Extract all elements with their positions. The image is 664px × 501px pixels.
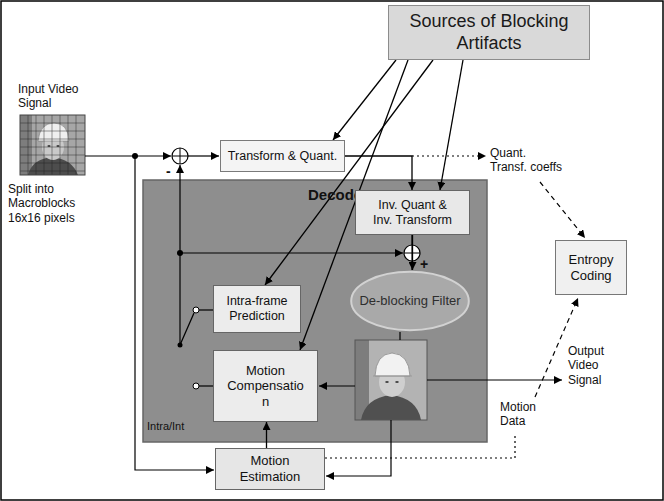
reference-frame-wire bbox=[319, 385, 355, 386]
reference-to-estimation-wire bbox=[326, 420, 391, 476]
person-eye bbox=[395, 381, 399, 383]
box-label: Intra-frame Prediction bbox=[218, 294, 296, 324]
switch-contact bbox=[193, 383, 199, 389]
person-helmet bbox=[375, 353, 410, 376]
process-box: Transform & Quant. bbox=[220, 140, 345, 172]
subtractor-cross bbox=[172, 148, 188, 164]
sign-label: + bbox=[420, 256, 428, 273]
filter-output-wire bbox=[399, 332, 400, 340]
filter-ellipse-shape bbox=[351, 272, 469, 330]
box-label: Motion Estimation bbox=[220, 453, 320, 484]
signal-label: Output Video Signal bbox=[568, 344, 620, 387]
picture-border bbox=[355, 340, 427, 420]
person-eye bbox=[56, 145, 59, 147]
box-label: Motion Compensatio n bbox=[225, 363, 307, 410]
subtractor-symbol bbox=[172, 148, 188, 164]
box-label: Inv. Quant & Inv. Transform bbox=[368, 198, 458, 228]
box-label: Transform & Quant. bbox=[225, 149, 340, 164]
input-wire bbox=[85, 155, 171, 156]
picture-ground bbox=[20, 115, 85, 175]
junction-dot bbox=[177, 250, 183, 256]
signal-arrow bbox=[440, 60, 463, 190]
switch-label: Intra/Int bbox=[147, 420, 184, 433]
signal-label: Quant. Transf. coeffs bbox=[490, 146, 565, 175]
switch-contact bbox=[193, 307, 199, 313]
mode-switch-arm bbox=[180, 313, 194, 345]
helmet-brim bbox=[373, 375, 412, 376]
process-box: Inv. Quant & Inv. Transform bbox=[355, 190, 470, 235]
decoded-frame-picture bbox=[355, 340, 427, 420]
signal-arrow bbox=[333, 60, 396, 140]
picture-background bbox=[20, 115, 32, 175]
note-label: Split into Macroblocks 16x16 pixels bbox=[8, 182, 100, 225]
picture-ground bbox=[355, 340, 427, 420]
person-helmet bbox=[38, 123, 69, 141]
inter-output-wire bbox=[199, 385, 213, 386]
signal-arrow bbox=[266, 422, 267, 448]
process-box: Motion Estimation bbox=[215, 448, 325, 490]
person-eye bbox=[385, 381, 389, 383]
signal-arrow bbox=[265, 60, 433, 285]
process-box: Intra-frame Prediction bbox=[213, 285, 301, 333]
person-eye bbox=[47, 145, 50, 147]
picture-border bbox=[20, 115, 85, 175]
residual-wire bbox=[188, 155, 219, 156]
intra-output-wire bbox=[199, 309, 213, 310]
signal-arrow bbox=[412, 235, 413, 270]
filter-ellipse: De-blocking Filter bbox=[350, 270, 470, 332]
box-label: Entropy Coding bbox=[560, 252, 622, 283]
region-title: Decoder bbox=[262, 180, 368, 204]
process-box: Motion Compensatio n bbox=[213, 350, 318, 422]
box-label: De-blocking Filter bbox=[354, 293, 466, 309]
input-frame-picture bbox=[20, 115, 85, 175]
signal-wires bbox=[85, 156, 562, 476]
box-label: Sources of Blocking Artifacts bbox=[393, 11, 585, 54]
sign-label: - bbox=[166, 163, 171, 180]
coefficient-to-entropy-wire bbox=[540, 182, 585, 238]
signal-arrow bbox=[345, 156, 412, 190]
motion-data-wire bbox=[325, 434, 515, 458]
coefficient-wire bbox=[412, 155, 486, 156]
signal-label: Input Video Signal bbox=[18, 82, 98, 111]
switch-pivot bbox=[178, 343, 183, 348]
process-box: Entropy Coding bbox=[555, 240, 627, 295]
macroblock-grid bbox=[20, 115, 85, 175]
junction-dot bbox=[132, 153, 138, 159]
signal-label: Motion Data bbox=[500, 400, 550, 429]
callout-box: Sources of Blocking Artifacts bbox=[388, 5, 590, 60]
data-wires bbox=[325, 156, 585, 458]
prediction-add-wire bbox=[180, 252, 403, 253]
decoder-region: DecoderInv. Quant & Inv. TransformIntra-… bbox=[143, 180, 487, 442]
person-shoulders bbox=[361, 395, 421, 420]
input-to-estimation-wire bbox=[135, 156, 214, 470]
